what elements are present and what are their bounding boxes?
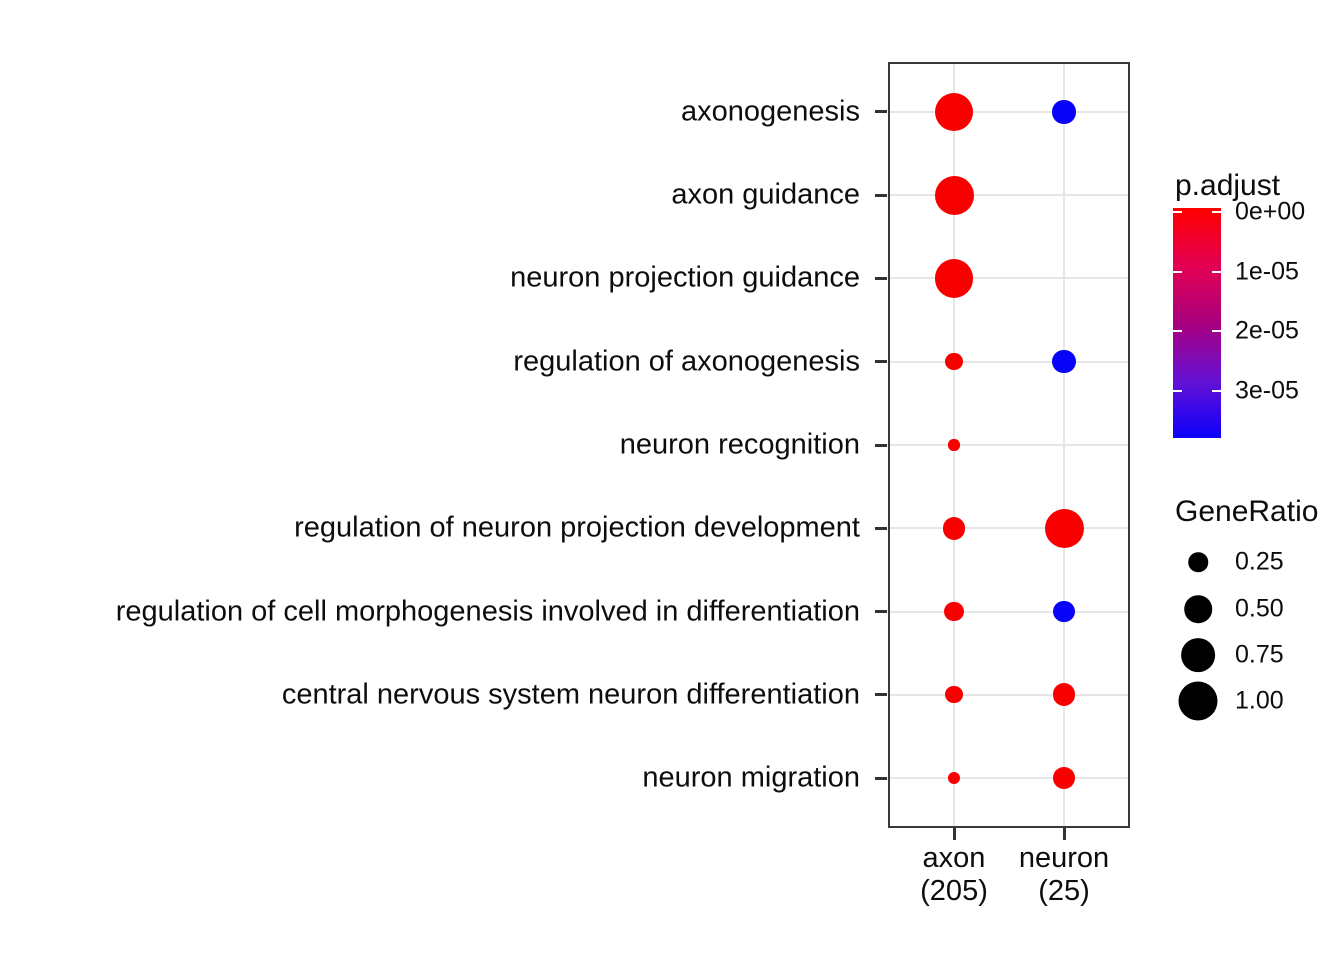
colorbar-tick-label: 2e-05	[1235, 316, 1299, 345]
cluster-gene-count: (205)	[920, 875, 988, 907]
gene-ratio-legend-dot	[1178, 681, 1218, 721]
cluster-name: axon	[922, 842, 986, 874]
y-axis-tick	[875, 110, 887, 114]
gene-ratio-legend-dot	[1181, 638, 1215, 672]
grid-line-horizontal	[890, 777, 1128, 780]
y-axis-tick	[875, 276, 887, 280]
enrichment-dot	[934, 259, 974, 298]
colorbar-tick-label: 0e+00	[1235, 197, 1306, 226]
y-axis-label: axon guidance	[671, 178, 860, 211]
y-axis-label: neuron recognition	[619, 428, 860, 461]
y-axis-tick	[875, 360, 887, 364]
gene-ratio-legend-label: 0.50	[1235, 594, 1284, 623]
gene-ratio-legend-label: 0.25	[1235, 547, 1284, 576]
enrichment-dot	[948, 439, 960, 451]
enrichment-dot	[934, 92, 973, 131]
gene-ratio-legend-title: GeneRatio	[1175, 495, 1319, 528]
x-axis-label: neuron(25)	[1019, 842, 1109, 908]
x-axis-label: axon(205)	[920, 842, 988, 908]
colorbar-tick	[1173, 211, 1182, 213]
y-axis-label: central nervous system neuron differenti…	[281, 678, 860, 711]
colorbar-tick-label: 3e-05	[1235, 376, 1299, 404]
y-axis-tick	[875, 776, 887, 780]
y-axis-label: neuron migration	[642, 761, 860, 794]
enrichment-dot	[947, 771, 961, 785]
grid-line-horizontal	[890, 110, 1128, 113]
y-axis-label: regulation of axonogenesis	[513, 345, 860, 378]
enrichment-dot	[942, 516, 966, 540]
grid-line-horizontal	[890, 693, 1128, 696]
colorbar-tick	[1212, 330, 1221, 332]
y-axis-label: axonogenesis	[681, 95, 860, 128]
y-axis-tick	[875, 610, 887, 614]
gene-ratio-legend-dot	[1188, 552, 1208, 572]
colorbar-tick-label: 1e-05	[1235, 257, 1299, 285]
colorbar-tick	[1173, 330, 1182, 332]
enrichment-dot	[945, 353, 963, 371]
cluster-name: neuron	[1018, 842, 1110, 874]
p-adjust-legend-title: p.adjust	[1175, 169, 1281, 202]
enrichment-dot	[1053, 767, 1075, 789]
colorbar-tick	[1173, 389, 1182, 392]
enrichment-dot	[1052, 683, 1076, 707]
colorbar-tick	[1212, 211, 1221, 213]
colorbar-tick	[1212, 389, 1221, 392]
enrichment-dot	[1052, 350, 1076, 374]
y-axis-label: regulation of cell morphogenesis involve…	[115, 595, 860, 628]
grid-line-horizontal	[890, 527, 1128, 530]
grid-line-horizontal	[890, 277, 1128, 280]
p-adjust-colorbar	[1173, 208, 1221, 438]
y-axis-tick	[875, 526, 887, 530]
enrichment-dot	[944, 601, 964, 622]
y-axis-label: regulation of neuron projection developm…	[294, 511, 860, 544]
colorbar-tick	[1212, 270, 1221, 273]
gene-ratio-legend-label: 1.00	[1235, 686, 1284, 715]
grid-line-horizontal	[890, 610, 1128, 613]
colorbar-tick	[1173, 270, 1182, 273]
gene-ratio-legend-label: 0.75	[1235, 640, 1284, 669]
y-axis-tick	[875, 193, 887, 197]
y-axis-tick	[875, 693, 887, 697]
x-axis-tick	[952, 828, 956, 840]
y-axis-tick	[875, 443, 887, 447]
cluster-gene-count: (25)	[1038, 875, 1090, 907]
grid-line-horizontal	[890, 444, 1128, 446]
enrichment-dot	[1053, 600, 1075, 623]
grid-line-horizontal	[890, 360, 1128, 363]
enrichment-dot	[945, 686, 963, 704]
plot-panel	[888, 62, 1130, 828]
grid-line-horizontal	[890, 194, 1128, 197]
enrichment-dot	[1044, 508, 1084, 548]
enrichment-dot	[1052, 100, 1076, 124]
gene-ratio-legend-dot	[1184, 595, 1212, 623]
grid-line-vertical	[1063, 64, 1065, 826]
x-axis-tick	[1062, 828, 1066, 840]
y-axis-label: neuron projection guidance	[510, 261, 860, 294]
enrichment-dot	[934, 175, 974, 215]
